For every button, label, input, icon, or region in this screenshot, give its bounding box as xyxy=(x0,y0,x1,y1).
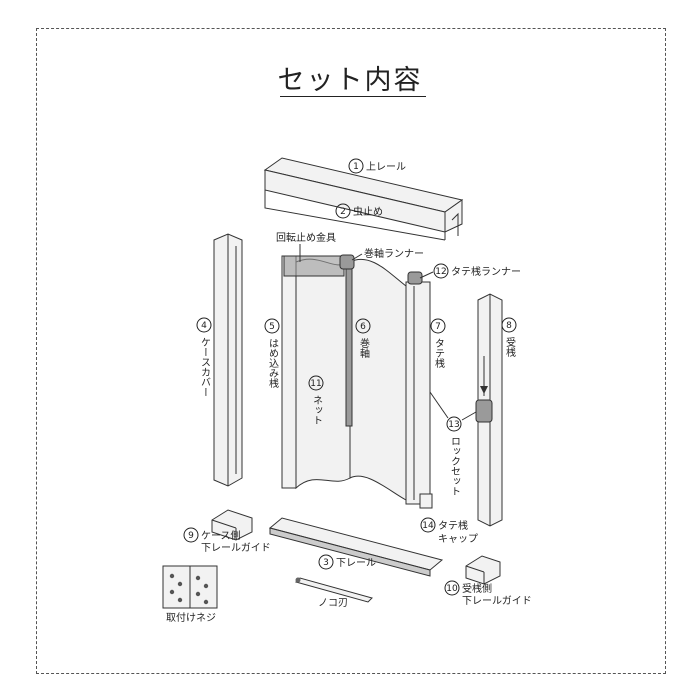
part-8-label: 8 受桟 xyxy=(501,317,517,357)
svg-text:3: 3 xyxy=(323,558,329,568)
svg-text:下レールガイド: 下レールガイド xyxy=(462,595,532,607)
svg-text:2: 2 xyxy=(340,207,346,217)
part-7-label: 7 タテ桟 xyxy=(430,318,446,368)
part-4-label: 4 ケースカバー xyxy=(196,317,212,397)
svg-text:キャップ: キャップ xyxy=(438,533,478,545)
svg-text:1: 1 xyxy=(353,162,359,172)
page-title: セット内容 xyxy=(277,65,423,96)
svg-text:上レール: 上レール xyxy=(366,161,406,173)
svg-text:タテ桟: タテ桟 xyxy=(433,338,445,368)
part-9-label: 9 ケース側 下レールガイド xyxy=(183,527,271,554)
receiving-rail xyxy=(475,293,503,527)
screws-pack xyxy=(162,565,218,609)
svg-text:14: 14 xyxy=(422,521,434,531)
svg-text:タテ桟ランナー: タテ桟ランナー xyxy=(451,265,521,278)
part-12-label: 12 タテ桟ランナー xyxy=(419,263,521,279)
svg-text:受桟: 受桟 xyxy=(504,337,516,357)
screws-label: 取付けネジ xyxy=(166,611,216,624)
part-10-label: 10 受桟側 下レールガイド xyxy=(444,580,532,607)
svg-text:4: 4 xyxy=(201,321,207,331)
svg-text:9: 9 xyxy=(188,531,194,541)
svg-text:タテ桟: タテ桟 xyxy=(438,519,468,532)
part-14-label: 14 タテ桟 キャップ xyxy=(420,517,478,545)
svg-text:回転止め金具: 回転止め金具 xyxy=(276,231,336,244)
title-underline xyxy=(280,96,426,97)
svg-text:5: 5 xyxy=(269,322,275,332)
svg-text:巻軸: 巻軸 xyxy=(358,338,370,359)
saw-blade xyxy=(295,577,373,603)
part-13-label: 13 ロックセット xyxy=(429,391,477,496)
roller-runner-label: 巻軸ランナー xyxy=(351,247,424,261)
svg-text:7: 7 xyxy=(435,322,441,332)
receiving-side-rail-guide xyxy=(465,555,501,585)
part-11-label: 11 ネット xyxy=(308,375,324,425)
svg-text:下レール: 下レール xyxy=(336,558,376,569)
svg-text:下レールガイド: 下レールガイド xyxy=(201,542,271,554)
case-side-rail-guide xyxy=(211,509,253,541)
svg-text:11: 11 xyxy=(310,379,321,389)
svg-text:8: 8 xyxy=(506,321,512,331)
part-2-label: 2 虫止め xyxy=(335,203,383,219)
saw-label: ノコ刃 xyxy=(318,598,348,609)
svg-text:ネット: ネット xyxy=(311,395,323,425)
part-5-label: 5 はめ込み桟 xyxy=(264,318,280,388)
lower-rail xyxy=(268,517,444,577)
svg-text:6: 6 xyxy=(360,322,366,332)
svg-text:ケースカバー: ケースカバー xyxy=(199,337,211,397)
part-1-label: 1 上レール xyxy=(348,158,406,174)
svg-text:10: 10 xyxy=(446,584,458,594)
dashed-frame xyxy=(36,28,666,674)
svg-text:巻軸ランナー: 巻軸ランナー xyxy=(364,247,424,260)
upper-rail xyxy=(263,157,464,241)
svg-text:受桟側: 受桟側 xyxy=(462,582,492,595)
svg-text:13: 13 xyxy=(448,420,459,430)
svg-text:12: 12 xyxy=(435,267,446,277)
rotation-stopper-label: 回転止め金具 xyxy=(276,231,336,262)
part-6-label: 6 巻軸 xyxy=(355,318,371,359)
svg-text:虫止め: 虫止め xyxy=(353,206,383,218)
svg-text:ロックセット: ロックセット xyxy=(449,436,461,496)
svg-text:はめ込み桟: はめ込み桟 xyxy=(267,338,279,388)
case-cover xyxy=(213,233,243,487)
part-3-label: 3 下レール xyxy=(318,554,376,570)
screen-assembly xyxy=(281,254,433,509)
svg-text:ケース側: ケース側 xyxy=(201,529,241,542)
